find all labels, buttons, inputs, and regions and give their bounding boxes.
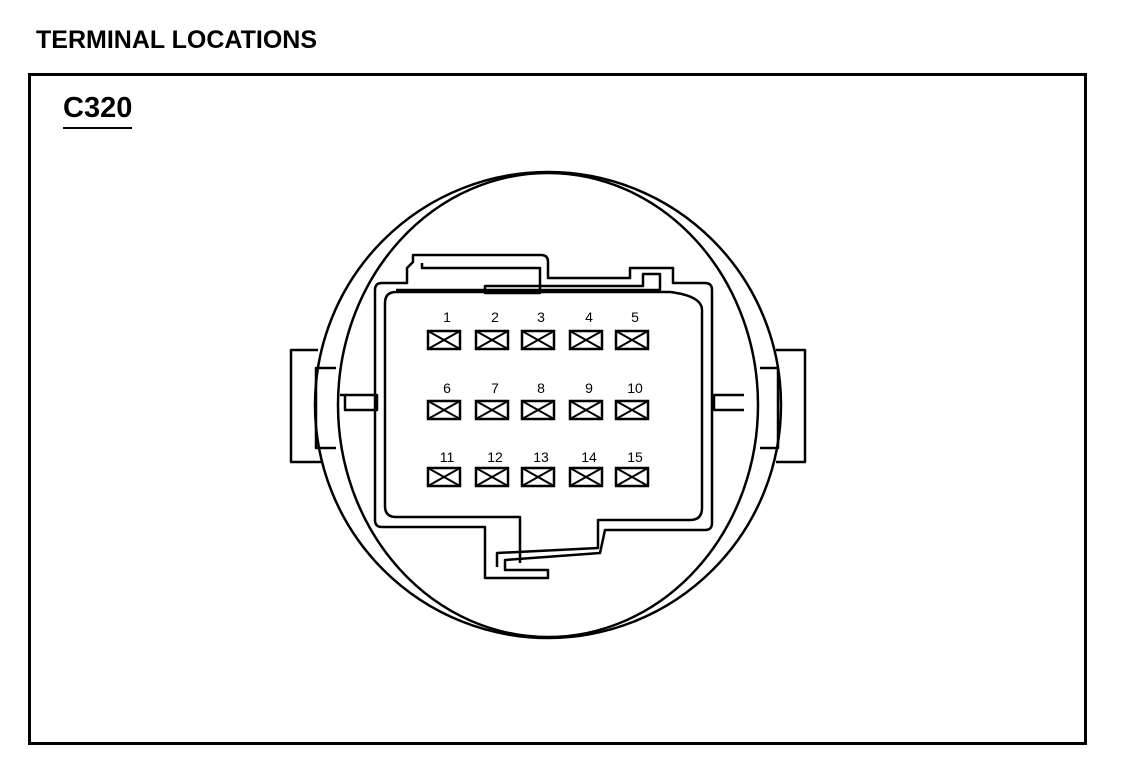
terminal-label: 4 [585, 309, 593, 325]
terminal-label: 14 [581, 449, 597, 465]
terminal-cross-mark [615, 330, 649, 350]
terminal-cavity [474, 466, 510, 488]
terminal-15: 15 [614, 449, 650, 488]
terminal-label: 9 [585, 380, 593, 396]
terminal-cross-mark [521, 330, 555, 350]
terminal-label: 5 [631, 309, 639, 325]
terminal-cross-mark [427, 400, 461, 420]
terminal-cavity [520, 399, 556, 421]
terminal-12: 12 [474, 449, 510, 488]
terminal-cross-mark [427, 330, 461, 350]
terminal-cross-mark [475, 330, 509, 350]
terminal-cross-mark [569, 400, 603, 420]
terminal-label: 3 [537, 309, 545, 325]
terminal-2: 2 [474, 309, 510, 351]
terminal-1: 1 [426, 309, 462, 351]
terminal-cavity [614, 329, 650, 351]
terminal-cavity [474, 329, 510, 351]
terminal-label: 12 [487, 449, 503, 465]
terminal-14: 14 [568, 449, 604, 488]
terminal-cross-mark [615, 467, 649, 487]
terminal-6: 6 [426, 380, 462, 421]
terminal-label: 8 [537, 380, 545, 396]
left-latch-pin [340, 393, 379, 412]
terminal-label: 6 [443, 380, 451, 396]
right-latch-pin [712, 393, 744, 412]
terminal-cavity [568, 329, 604, 351]
terminal-cross-mark [475, 400, 509, 420]
terminal-cavity [474, 399, 510, 421]
page-title: TERMINAL LOCATIONS [36, 26, 318, 54]
terminal-label: 11 [440, 449, 455, 465]
terminal-cavity [568, 466, 604, 488]
connector-id-label: C320 [63, 91, 133, 129]
right-latch-tab [776, 348, 807, 464]
terminal-cavity [614, 399, 650, 421]
terminal-cavity [614, 466, 650, 488]
terminal-10: 10 [614, 380, 650, 421]
terminal-cavity [520, 329, 556, 351]
terminal-cavity [426, 399, 462, 421]
terminal-cross-mark [475, 467, 509, 487]
left-latch-tab [289, 348, 322, 464]
diagram-frame [28, 73, 1087, 745]
right-latch-inner [760, 366, 780, 450]
terminal-label: 1 [443, 309, 451, 325]
left-latch-inner [314, 366, 336, 450]
terminal-cross-mark [427, 467, 461, 487]
terminal-cross-mark [569, 330, 603, 350]
terminal-label: 7 [491, 380, 499, 396]
terminal-5: 5 [614, 309, 650, 351]
terminal-9: 9 [568, 380, 604, 421]
terminal-11: 11 [426, 449, 462, 488]
housing-outline [373, 253, 714, 580]
terminal-label: 2 [491, 309, 499, 325]
terminal-7: 7 [474, 380, 510, 421]
connector-inner-ring [336, 171, 760, 639]
terminal-label: 15 [627, 449, 643, 465]
terminal-13: 13 [520, 449, 556, 488]
terminal-cavity [568, 399, 604, 421]
terminal-3: 3 [520, 309, 556, 351]
terminal-8: 8 [520, 380, 556, 421]
terminal-cavity [426, 329, 462, 351]
terminal-cavity [520, 466, 556, 488]
terminal-label: 13 [533, 449, 549, 465]
terminal-cavity [426, 466, 462, 488]
terminal-cross-mark [569, 467, 603, 487]
terminal-cross-mark [521, 467, 555, 487]
terminal-cross-mark [521, 400, 555, 420]
terminal-label: 10 [627, 380, 643, 396]
terminal-4: 4 [568, 309, 604, 351]
housing-inner-outline [383, 263, 704, 567]
terminal-cross-mark [615, 400, 649, 420]
